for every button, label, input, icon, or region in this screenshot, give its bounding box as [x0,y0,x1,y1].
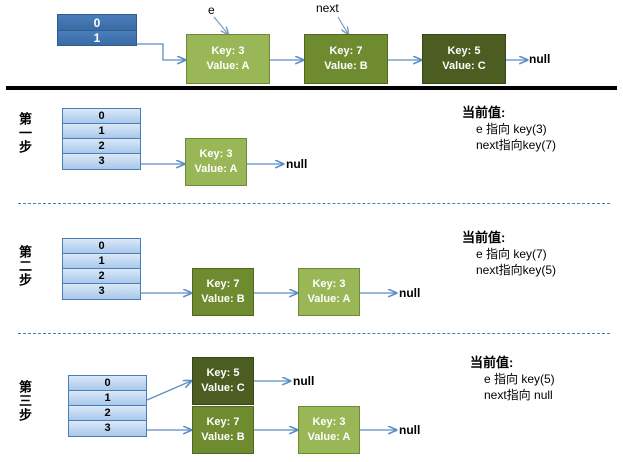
note-line-next: next指向key(5) [476,262,557,277]
hash-bucket-2: 2 [63,139,140,154]
node-key: Key: 3 [312,416,346,429]
note-line-e: e 指向 key(3) [476,121,547,136]
hash-bucket-1: 1 [63,254,140,269]
hash-bucket-1: 1 [58,31,136,46]
null-terminator-step2: null [399,286,421,300]
hash-bucket-3: 3 [63,154,140,169]
node-key: Key: 5 [447,45,481,58]
node-value: Value: B [324,60,368,72]
node-key: Key: 7 [206,278,240,291]
hash-bucket-0: 0 [69,376,146,391]
node-value: Value: A [194,163,238,175]
null-terminator-overview: null [529,52,551,66]
node-value: Value: A [307,293,351,305]
node-key5-step3: Key: 5 Value: C [192,357,254,405]
hash-bucket-1: 1 [63,124,140,139]
hash-bucket-0: 0 [58,15,136,31]
note-step3: 当前值: e 指向 key(5) next指向 null [470,355,555,403]
node-key3-step3: Key: 3 Value: A [298,406,360,454]
hash-bucket-0: 0 [63,109,140,124]
node-key: Key: 3 [211,45,245,58]
node-key3-overview: Key: 3 Value: A [186,34,270,84]
note-line-next: next指向key(7) [476,137,557,152]
note-step1: 当前值: e 指向 key(3) next指向key(7) [462,105,556,153]
hash-table-step2: 0 1 2 3 [62,238,141,300]
section-separator-solid [6,86,617,90]
node-key: Key: 7 [329,45,363,58]
step-label-1: 第一步 [17,112,32,154]
node-key: Key: 3 [312,278,346,291]
hash-bucket-3: 3 [63,284,140,299]
hash-bucket-2: 2 [63,269,140,284]
node-value: Value: C [201,382,245,394]
null-terminator-step1: null [286,157,308,171]
hash-table-step1: 0 1 2 3 [62,108,141,170]
node-key3-step1: Key: 3 Value: A [185,138,247,186]
hash-table-overview: 0 1 [57,14,137,46]
pointer-label-next: next [316,1,339,15]
pointer-label-e: e [208,3,215,17]
node-key5-overview: Key: 5 Value: C [422,34,506,84]
node-value: Value: C [442,60,486,72]
node-key7-step3: Key: 7 Value: B [192,406,254,454]
node-key7-step2: Key: 7 Value: B [192,268,254,316]
node-value: Value: A [206,60,250,72]
step-label-2: 第二步 [17,245,32,287]
note-line-e: e 指向 key(7) [476,246,547,261]
node-key7-overview: Key: 7 Value: B [304,34,388,84]
node-value: Value: B [201,431,245,443]
hash-bucket-2: 2 [69,406,146,421]
node-key: Key: 3 [199,148,233,161]
note-step2: 当前值: e 指向 key(7) next指向key(5) [462,230,556,278]
node-value: Value: A [307,431,351,443]
node-value: Value: B [201,293,245,305]
note-line-next: next指向 null [484,387,553,402]
hash-bucket-3: 3 [69,421,146,436]
null-terminator-step3-a: null [293,374,315,388]
section-separator-dashed-1 [18,203,610,204]
node-key: Key: 7 [206,416,240,429]
step-label-3: 第三步 [17,380,32,422]
note-line-e: e 指向 key(5) [484,371,555,386]
hash-table-step3: 0 1 2 3 [68,375,147,437]
note-title: 当前值: [462,105,506,120]
note-title: 当前值: [470,355,514,370]
node-key3-step2: Key: 3 Value: A [298,268,360,316]
hash-bucket-0: 0 [63,239,140,254]
note-title: 当前值: [462,230,506,245]
null-terminator-step3-b: null [399,423,421,437]
section-separator-dashed-2 [18,333,610,334]
hash-bucket-1: 1 [69,391,146,406]
node-key: Key: 5 [206,367,240,380]
